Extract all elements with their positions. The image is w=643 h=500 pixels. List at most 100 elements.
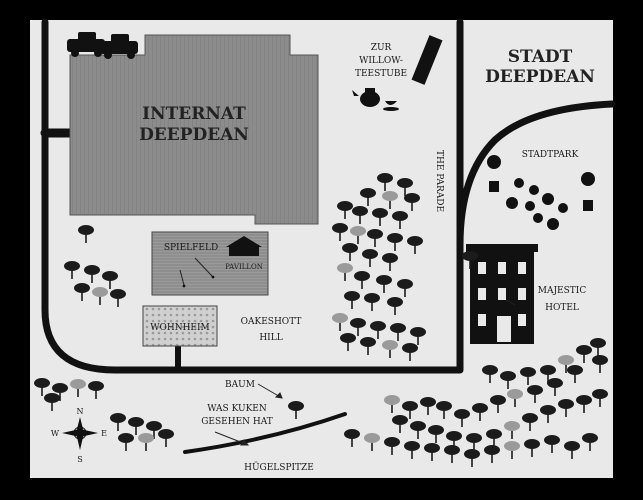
compass-west: W — [51, 429, 60, 438]
dormitory-label: WOHNHEIM — [150, 323, 210, 333]
hotel-label: HOTEL — [545, 303, 579, 313]
tree-icon — [436, 401, 452, 419]
tree-icon — [392, 415, 408, 433]
tree-icon — [332, 313, 348, 331]
tree-icon — [404, 193, 420, 211]
field-pointer — [179, 269, 185, 286]
road-west — [41, 18, 464, 374]
tree-icon — [382, 340, 398, 358]
tree-icon — [504, 421, 520, 439]
hill-label: OAKESHOTT — [241, 317, 302, 327]
tree-icon — [567, 365, 583, 383]
tree-icon — [576, 345, 592, 363]
tree-icon — [404, 441, 420, 459]
teacup-icon — [383, 101, 399, 111]
tearoom-label: TEESTUBE — [355, 69, 407, 79]
signpost-icon — [411, 35, 443, 85]
car-icon — [100, 34, 138, 59]
road-hill — [183, 412, 347, 454]
tree-icon — [342, 243, 358, 261]
tree-icon — [407, 236, 423, 254]
tree-icon — [424, 443, 440, 461]
tree-icon — [288, 401, 304, 419]
field-label: SPIELFELD — [164, 243, 218, 253]
park-bushes — [487, 155, 595, 230]
tree-icon — [392, 211, 408, 229]
tree-icon — [74, 283, 90, 301]
tree-icon — [350, 318, 366, 336]
compass-rose-icon — [62, 417, 98, 450]
tree-icon — [370, 321, 386, 339]
tree-icon — [446, 431, 462, 449]
parade-label: THE PARADE — [434, 150, 444, 212]
tree-icon — [377, 173, 393, 191]
tree-icon — [410, 421, 426, 439]
tree-icon — [362, 249, 378, 267]
tree-icon — [78, 225, 94, 243]
tree-icon — [547, 378, 563, 396]
tree-icon — [337, 263, 353, 281]
tree-icon — [486, 429, 502, 447]
tree-icon — [397, 279, 413, 297]
field-marker — [182, 284, 186, 288]
tree-icon — [428, 425, 444, 443]
tree-icon — [34, 378, 50, 396]
teapot-icon — [352, 88, 380, 107]
hill-label: HILL — [259, 333, 282, 343]
tree-icon — [44, 393, 60, 411]
pavilion-icon — [226, 236, 262, 256]
tree-icon — [522, 413, 538, 431]
tree-icon — [397, 178, 413, 196]
tree-icon — [376, 275, 392, 293]
tree-icon — [462, 251, 478, 269]
hotel-label: MAJESTIC — [538, 286, 587, 296]
tree-icon — [110, 413, 126, 431]
tree-icon — [138, 433, 154, 451]
tree-icon — [576, 395, 592, 413]
tree-icon — [558, 399, 574, 417]
tree-icon — [464, 449, 480, 467]
compass-east: E — [101, 429, 107, 438]
compass-north: N — [77, 407, 84, 416]
tree-icon — [372, 208, 388, 226]
tree-icon — [110, 289, 126, 307]
field-pointer — [194, 257, 213, 277]
tree-icon — [158, 429, 174, 447]
tree-icon — [592, 389, 608, 407]
tree-icon — [364, 433, 380, 451]
compass-south: S — [77, 455, 82, 464]
tree-icon — [344, 291, 360, 309]
school-label: DEEPDEAN — [139, 125, 249, 145]
tree-icon — [520, 367, 536, 385]
car-icon — [67, 32, 105, 57]
tree-icon — [540, 405, 556, 423]
tree-icon — [146, 421, 162, 439]
tree-icon — [590, 338, 606, 356]
tree-icon — [52, 383, 68, 401]
tree-icon — [354, 271, 370, 289]
tree-icon — [558, 355, 574, 373]
tree-icon — [444, 445, 460, 463]
tree-icon — [466, 433, 482, 451]
school-label: INTERNAT — [142, 104, 246, 124]
tree-icon — [340, 333, 356, 351]
tree-icon — [482, 365, 498, 383]
tree-icon — [360, 188, 376, 206]
tree-icon — [544, 435, 560, 453]
tree-icon — [70, 379, 86, 397]
tree-icon — [454, 409, 470, 427]
tree-icon — [118, 433, 134, 451]
label-arrows — [214, 299, 516, 446]
tree-icon — [540, 365, 556, 383]
tree-icon — [128, 417, 144, 435]
field-marker — [211, 275, 215, 279]
tree-icon — [332, 223, 348, 241]
tree-icon — [344, 429, 360, 447]
tree-icon — [387, 297, 403, 315]
tree-label: BAUM — [225, 380, 255, 390]
dormitory-building — [142, 305, 218, 347]
tree-icon — [582, 433, 598, 451]
tree-icon — [387, 233, 403, 251]
hotel-building — [466, 244, 538, 344]
